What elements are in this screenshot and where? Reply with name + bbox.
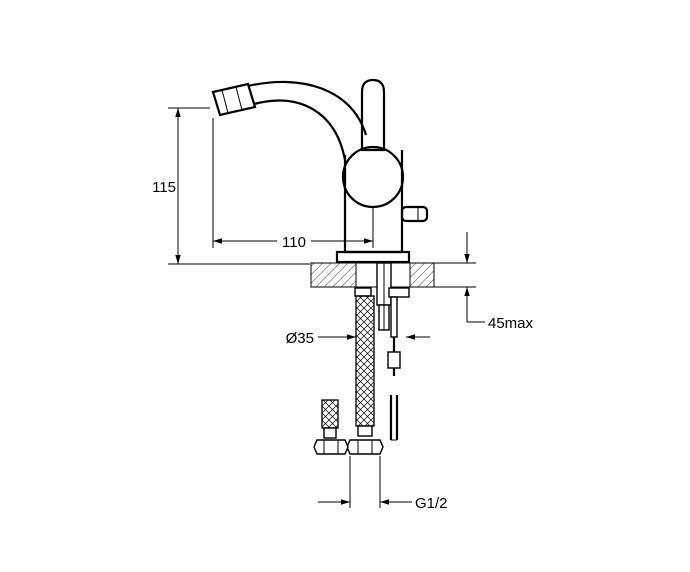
dimension-hole-label: Ø35 xyxy=(286,330,314,347)
hose-nut xyxy=(346,439,384,455)
dimension-thickness: 45max xyxy=(434,232,534,332)
popup-rod xyxy=(387,337,401,441)
lever-handle xyxy=(360,78,386,152)
popup-knob xyxy=(400,205,429,223)
faucet-body xyxy=(211,78,429,264)
dimension-reach: 110 xyxy=(212,118,374,251)
countertop-section xyxy=(310,262,435,288)
base-flange xyxy=(335,250,411,264)
dimension-height: 115 xyxy=(152,107,310,265)
dimension-thread: G1/2 xyxy=(318,456,448,512)
mounting-hardware xyxy=(354,262,410,338)
dimension-reach-label: 110 xyxy=(282,234,306,251)
dimension-thread-label: G1/2 xyxy=(415,495,448,512)
aerator xyxy=(211,82,257,117)
spout-outer xyxy=(247,80,368,136)
dimension-hole: Ø35 xyxy=(286,330,430,347)
cartridge-dome xyxy=(341,145,405,209)
dimension-height-label: 115 xyxy=(152,179,176,196)
dimension-thickness-label: 45max xyxy=(488,315,534,332)
supply-hose-installed xyxy=(346,295,384,455)
spout-inner xyxy=(253,99,347,161)
supply-hose-spare xyxy=(313,399,349,455)
